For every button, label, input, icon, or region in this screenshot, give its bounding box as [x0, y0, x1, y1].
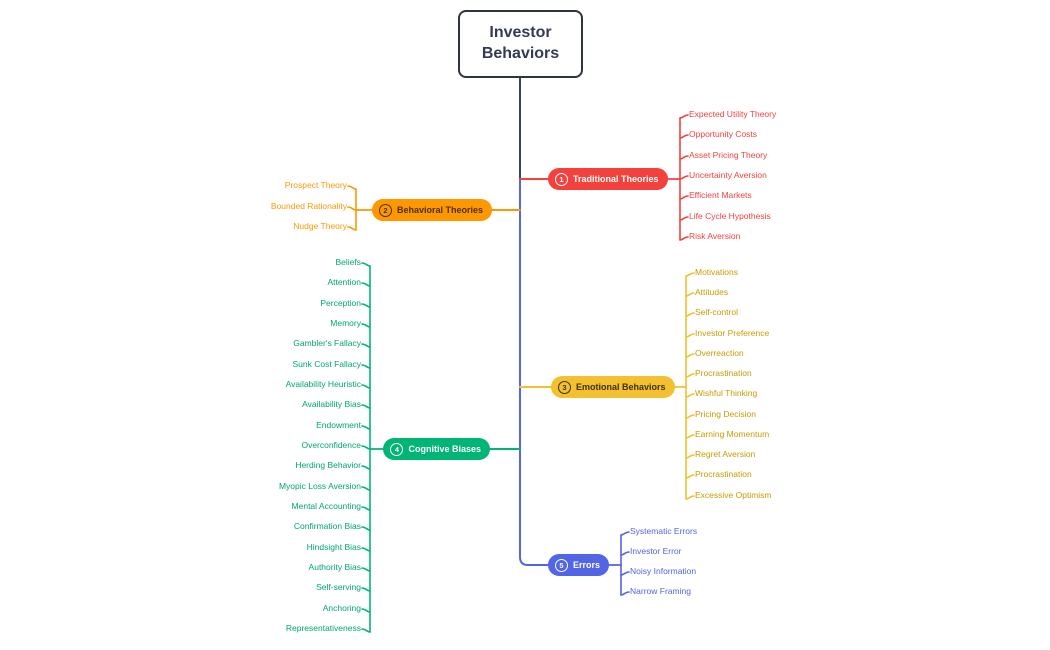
leaf-node[interactable]: Endowment: [316, 420, 361, 430]
leaf-node[interactable]: Expected Utility Theory: [689, 109, 777, 119]
leaf-node[interactable]: Efficient Markets: [689, 190, 752, 200]
leaf-node[interactable]: Procrastination: [695, 469, 752, 479]
leaf-node[interactable]: Myopic Loss Aversion: [278, 481, 361, 491]
leaf-node[interactable]: Wishful Thinking: [695, 388, 758, 398]
leaf-node[interactable]: Bounded Rationality: [270, 201, 347, 211]
leaf-node[interactable]: Risk Aversion: [689, 231, 741, 241]
branch-node-traditional-theories[interactable]: 1 Traditional Theories: [548, 168, 668, 190]
leaf-node[interactable]: Life Cycle Hypothesis: [689, 211, 771, 221]
leaf-node[interactable]: Systematic Errors: [630, 526, 698, 536]
branch-node-behavioral-theories[interactable]: 2 Behavioral Theories: [371, 199, 492, 221]
leaf-node[interactable]: Overconfidence: [301, 440, 361, 450]
branch-number-badge: 1: [555, 172, 568, 186]
leaf-node[interactable]: Mental Accounting: [291, 501, 361, 511]
leaf-node[interactable]: Excessive Optimism: [695, 490, 772, 500]
leaf-node[interactable]: Attention: [327, 277, 361, 287]
leaf-node[interactable]: Self-serving: [316, 582, 361, 592]
branch-label: Behavioral Theories: [396, 205, 483, 215]
leaf-node[interactable]: Regret Aversion: [695, 449, 756, 459]
leaf-node[interactable]: Anchoring: [322, 603, 361, 613]
leaf-node[interactable]: Narrow Framing: [630, 586, 691, 596]
leaf-node[interactable]: Noisy Information: [630, 566, 697, 576]
leaf-node[interactable]: Self-control: [695, 307, 738, 317]
leaf-node[interactable]: Investor Preference: [695, 328, 770, 338]
leaf-node[interactable]: Nudge Theory: [293, 221, 347, 231]
leaf-node[interactable]: Availability Heuristic: [285, 379, 361, 389]
leaf-node[interactable]: Memory: [330, 318, 361, 328]
leaf-node[interactable]: Overreaction: [695, 348, 744, 358]
root-title: Investor Behaviors: [481, 24, 560, 62]
branch-number-badge: 4: [390, 442, 404, 456]
branch-node-errors[interactable]: 5 Errors: [548, 554, 610, 576]
leaf-node[interactable]: Representativeness: [285, 623, 361, 633]
leaf-node[interactable]: Authority Bias: [308, 562, 361, 572]
leaf-node[interactable]: Opportunity Costs: [689, 129, 758, 139]
leaf-node[interactable]: Pricing Decision: [695, 409, 756, 419]
branch-label: Emotional Behaviors: [576, 382, 666, 392]
leaf-node[interactable]: Motivations: [695, 267, 738, 277]
branch-node-cognitive-biases[interactable]: 4 Cognitive Biases: [383, 438, 490, 460]
leaf-node[interactable]: Procrastination: [695, 368, 752, 378]
branch-label: Errors: [573, 560, 601, 570]
leaf-node[interactable]: Herding Behavior: [295, 460, 361, 470]
leaf-node[interactable]: Availability Bias: [302, 399, 361, 409]
leaf-node[interactable]: Sunk Cost Fallacy: [292, 359, 362, 369]
leaf-node[interactable]: Investor Error: [630, 546, 682, 556]
leaf-node[interactable]: Hindsight Bias: [306, 542, 361, 552]
branch-number-badge: 5: [555, 558, 568, 572]
branch-number-badge: 3: [558, 380, 571, 394]
leaf-node[interactable]: Uncertainty Aversion: [689, 170, 767, 180]
root-node[interactable]: Investor Behaviors: [458, 10, 583, 78]
leaf-node[interactable]: Attitudes: [695, 287, 729, 297]
branch-label: Cognitive Biases: [408, 444, 481, 454]
leaf-node[interactable]: Perception: [320, 298, 361, 308]
leaf-node[interactable]: Prospect Theory: [284, 180, 347, 190]
leaf-node[interactable]: Asset Pricing Theory: [689, 150, 768, 160]
leaf-node[interactable]: Confirmation Bias: [293, 521, 361, 531]
leaf-node[interactable]: Gambler's Fallacy: [293, 338, 361, 348]
branch-node-emotional-behaviors[interactable]: 3 Emotional Behaviors: [551, 376, 675, 398]
branch-label: Traditional Theories: [573, 174, 659, 184]
leaf-node[interactable]: Beliefs: [335, 257, 361, 267]
leaf-node[interactable]: Earning Momentum: [695, 429, 770, 439]
branch-number-badge: 2: [378, 203, 392, 217]
